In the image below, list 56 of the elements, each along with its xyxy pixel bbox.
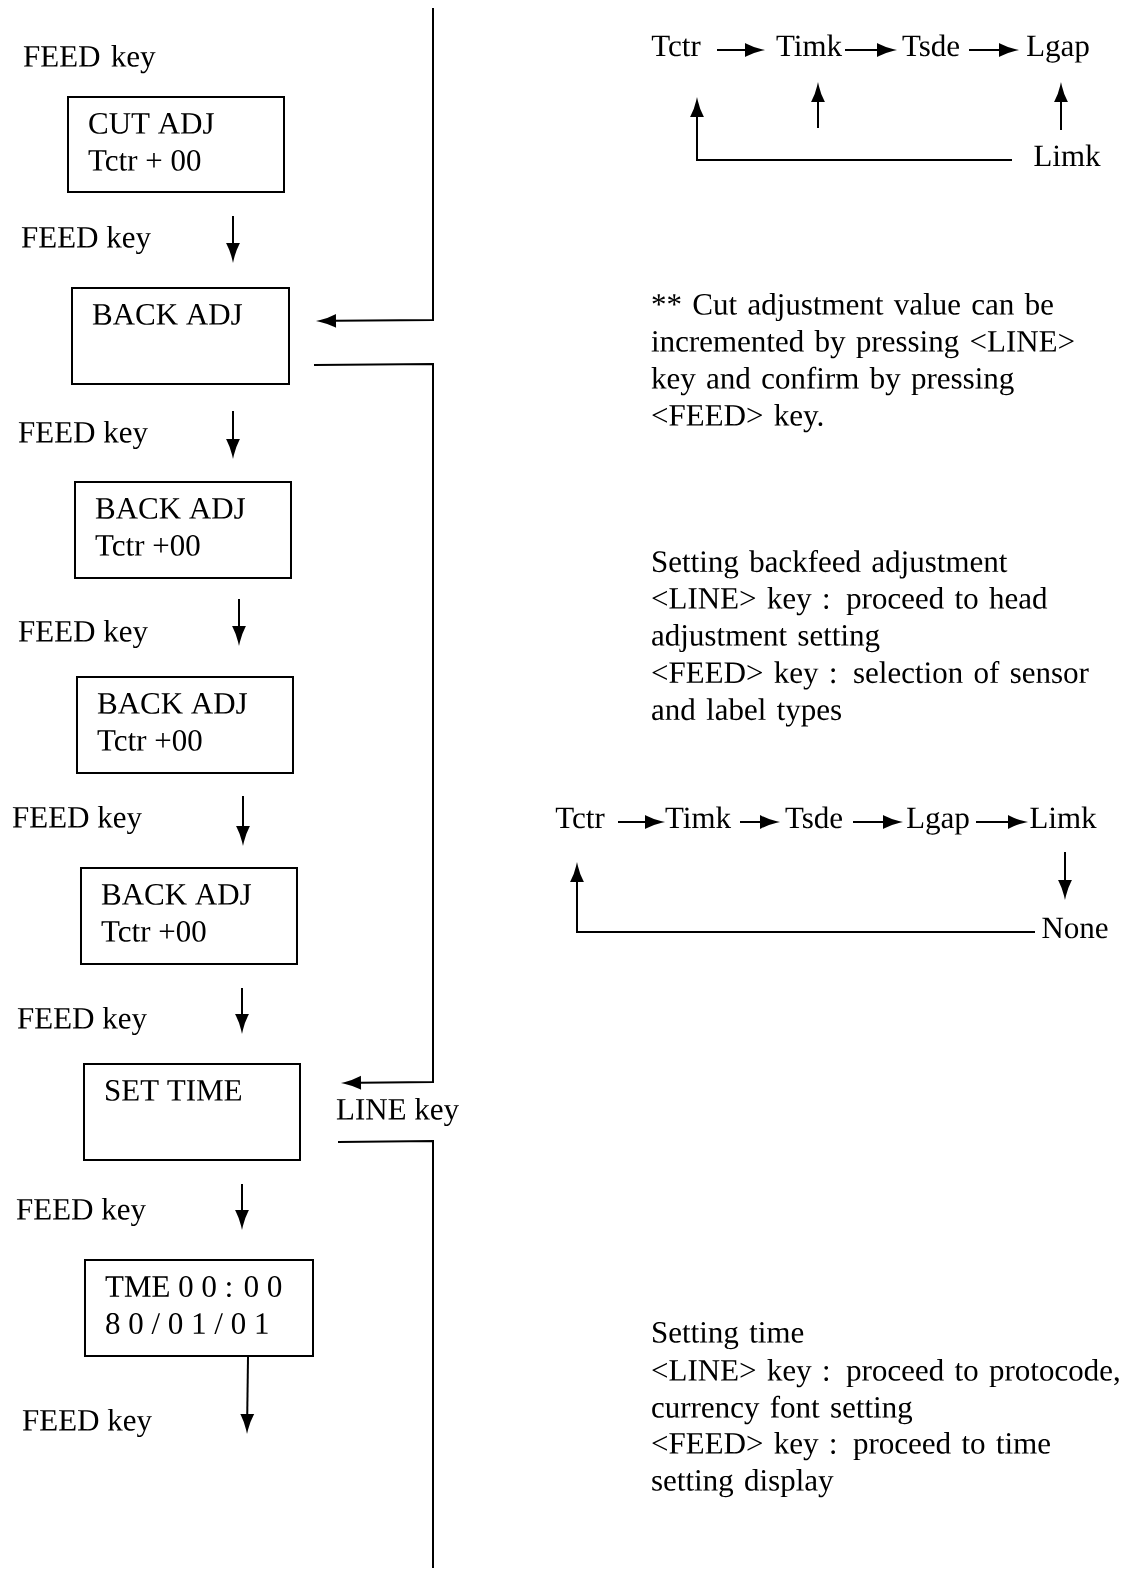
display-box: TME 0 0 : 0 0 8 0 / 0 1 / 0 1 [84,1259,314,1357]
arrow [968,43,1016,57]
step-label: Limk [1034,144,1101,166]
note-text: <LINE> key : proceed to protocode, currency font setting [652,1359,1119,1425]
edge-label: FEED key [19,223,153,257]
edge-label: FEED key [20,1406,154,1440]
display-box: BACK ADJ Tctr +00 [74,481,292,579]
arrow [716,43,762,57]
display-box: BACK ADJ Tctr +00 [76,676,294,774]
note-text: Setting backfeed adjustment [653,550,1008,579]
step-label: Lgap [907,807,969,835]
note-text: <FEED> key : proceed to time setting display [652,1432,1050,1498]
arrow [236,795,250,843]
arrow [975,815,1025,829]
display-box: CUT ADJ Tctr + 00 [67,96,285,193]
step-label: Limk [1030,806,1097,828]
note-text: FEED key [23,45,156,74]
arrow [226,410,240,456]
arrow [319,7,434,328]
edge-label: FEED key [16,617,150,651]
step-label: Tctr [555,807,605,829]
arrow [235,1183,249,1227]
arrow [1054,85,1068,131]
display-box: BACK ADJ [71,287,290,385]
arrow [232,598,246,643]
step-label: Timk [665,806,732,828]
step-label: Tsde [785,806,842,829]
arrow [852,815,900,829]
arrow [226,215,240,260]
connector-line [337,1140,434,1569]
arrow [313,363,434,1090]
arrow [570,865,1036,933]
step-label: None [1042,917,1108,939]
edge-label: FEED key [14,1195,148,1229]
arrow [1058,851,1072,897]
note-text: <LINE> key : proceed to head adjustment setting [652,587,1048,653]
display-box: SET TIME [83,1063,301,1161]
arrow [235,987,249,1031]
step-label: Tsde [902,34,959,57]
arrow [617,815,662,829]
arrow [844,43,894,57]
edge-label: FEED key [10,803,144,837]
display-box: BACK ADJ Tctr +00 [80,867,298,965]
edge-label: FEED key [15,1004,149,1038]
step-label: Timk [776,34,843,56]
step-label: Tctr [651,35,701,57]
edge-label: LINE key [334,1095,462,1129]
edge-label: FEED key [16,418,150,452]
arrow [690,100,1013,161]
note-text: Setting time [653,1322,804,1350]
arrow [811,85,825,129]
step-label: Lgap [1027,35,1089,63]
arrow [739,815,777,829]
arrow [240,1356,254,1431]
note-text: <FEED> key : selection of sensor and label types [652,661,1089,727]
note-text: ** Cut adjustment value can be incremented by pressing <LINE> key and confirm by pressing <FEED> key. [651,293,1074,433]
